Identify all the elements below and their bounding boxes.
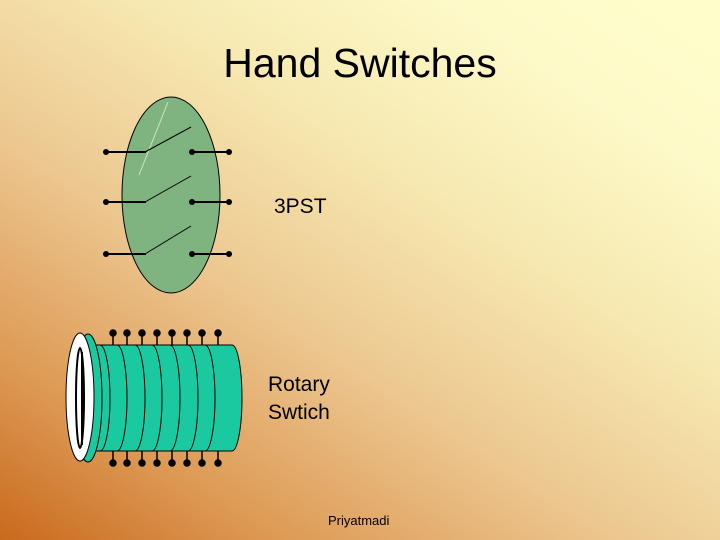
switch-3pst-pole-1 xyxy=(103,126,232,155)
rotary-bottom-terminals xyxy=(109,451,222,467)
slide-title: Hand Switches xyxy=(223,40,497,86)
terminal-dot xyxy=(189,149,195,155)
rotary-top-terminals xyxy=(109,329,222,345)
switch-3pst-pole-2 xyxy=(103,175,232,205)
terminal-dot xyxy=(189,251,195,257)
switch-3pst-pole-3 xyxy=(103,225,232,257)
terminal-dot xyxy=(103,149,109,155)
rotary-switch-label: Rotary Swtich xyxy=(268,371,388,427)
switch-3pst-label: 3PST xyxy=(274,195,327,218)
terminal-dot xyxy=(103,199,109,205)
terminal-dot xyxy=(226,199,232,205)
terminal-dot xyxy=(103,251,109,257)
rotary-label-line-2: Swtich xyxy=(268,401,330,424)
rotary-segments xyxy=(99,344,216,452)
footer-author: Priyatmadi xyxy=(328,513,390,528)
rotary-label-line-1: Rotary xyxy=(268,373,330,396)
switch-3pst-highlight xyxy=(138,101,169,176)
terminal-dot xyxy=(226,251,232,257)
rotary-body xyxy=(84,344,243,452)
terminal-dot xyxy=(189,199,195,205)
switch-3pst-body xyxy=(121,96,221,294)
switch-rotary xyxy=(65,329,243,467)
switch-3pst xyxy=(103,96,232,294)
terminal-dot xyxy=(226,149,232,155)
